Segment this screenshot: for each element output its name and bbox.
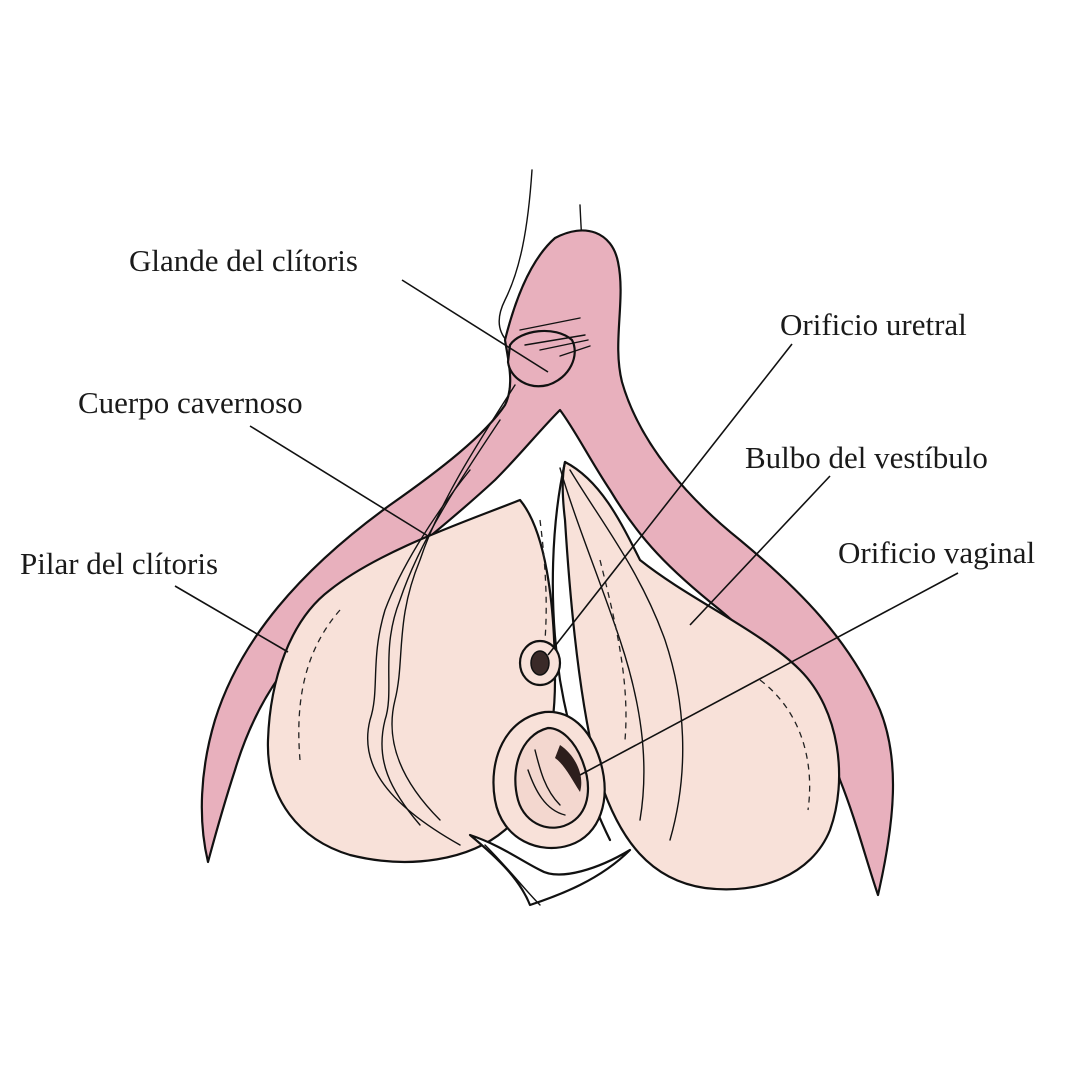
urethral-orifice-inner xyxy=(530,650,550,676)
leader-glans xyxy=(401,279,549,373)
vaginal-orifice-folds xyxy=(527,749,566,816)
vaginal-orifice-folds xyxy=(555,745,582,792)
lower-vestibule xyxy=(468,833,632,907)
left-inner-strand xyxy=(391,384,516,821)
leader-urethral-orifice xyxy=(547,343,793,656)
left-bulb xyxy=(266,498,557,863)
leader-corpus-cavernosum xyxy=(249,425,429,537)
label-vaginal-orifice: Orificio vaginal xyxy=(838,535,1036,570)
dashed-contour xyxy=(759,679,811,811)
leader-vaginal-orifice xyxy=(579,572,959,776)
label-corpus-cavernosum: Cuerpo cavernoso xyxy=(78,385,303,420)
right-inner-strand xyxy=(559,467,645,821)
leader-vestibular-bulb xyxy=(689,475,831,626)
left-inner-strand xyxy=(366,469,471,846)
upper-strand xyxy=(498,169,533,343)
label-glans: Glande del clítoris xyxy=(129,243,358,278)
right-inner-strand xyxy=(569,469,684,841)
label-crus: Pilar del clítoris xyxy=(20,546,219,581)
label-urethral-orifice: Orificio uretral xyxy=(780,307,967,342)
glans-hatching xyxy=(519,317,591,357)
label-vestibular-bulb: Bulbo del vestíbulo xyxy=(745,440,988,475)
leader-crus xyxy=(174,585,289,653)
vaginal-orifice-inner xyxy=(514,726,589,829)
dashed-contour xyxy=(539,519,547,641)
lower-vestibule-line xyxy=(484,844,541,906)
